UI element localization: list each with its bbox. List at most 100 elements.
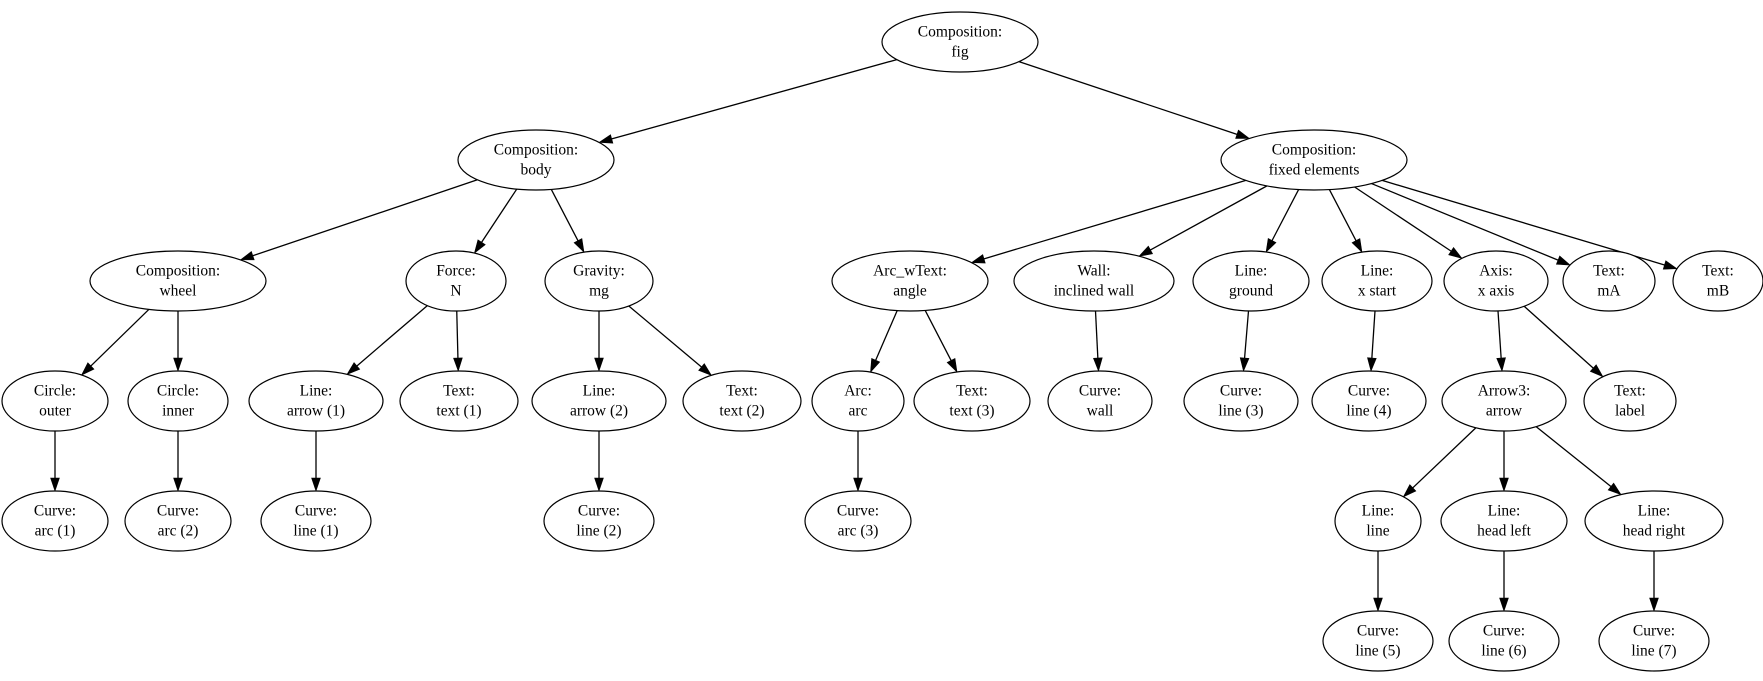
graph-node-fig[interactable]: Composition:fig: [881, 11, 1039, 73]
graph-node-textmB[interactable]: Text:mB: [1672, 250, 1763, 312]
node-ellipse[interactable]: [124, 490, 232, 552]
node-label-type: Curve:: [295, 503, 337, 520]
node-ellipse[interactable]: [831, 250, 989, 312]
graph-node-line6[interactable]: Curve:line (6): [1448, 610, 1560, 672]
node-ellipse[interactable]: [1443, 250, 1549, 312]
node-label-type: Curve:: [1357, 623, 1399, 640]
edge-headright-to-line7: [1649, 551, 1659, 612]
node-ellipse[interactable]: [1672, 250, 1763, 312]
node-ellipse[interactable]: [1, 490, 109, 552]
node-label-type: Arrow3:: [1478, 383, 1531, 400]
graph-node-ground[interactable]: Line:ground: [1192, 250, 1310, 312]
graph-node-arc2[interactable]: Curve:arc (2): [124, 490, 232, 552]
node-ellipse[interactable]: [531, 370, 667, 432]
node-ellipse[interactable]: [881, 11, 1039, 73]
edge-line: [356, 305, 428, 367]
graph-node-textmA[interactable]: Text:mA: [1562, 250, 1656, 312]
graph-node-headright[interactable]: Line:head right: [1584, 490, 1724, 552]
node-ellipse[interactable]: [543, 490, 655, 552]
node-ellipse[interactable]: [1334, 490, 1422, 552]
node-ellipse[interactable]: [1598, 610, 1710, 672]
graph-node-arcwtext[interactable]: Arc_wText:angle: [831, 250, 989, 312]
edge-line: [90, 308, 150, 367]
graph-node-linearrow2[interactable]: Line:arrow (2): [531, 370, 667, 432]
edge-gravity-to-linearrow2: [594, 311, 604, 372]
node-ellipse[interactable]: [1441, 370, 1567, 432]
node-ellipse[interactable]: [1013, 250, 1175, 312]
graph-node-text1[interactable]: Text:text (1): [399, 370, 519, 432]
node-ellipse[interactable]: [1183, 370, 1299, 432]
graph-node-xstart[interactable]: Line:x start: [1321, 250, 1433, 312]
graph-node-body[interactable]: Composition:body: [457, 129, 615, 191]
node-ellipse[interactable]: [89, 250, 267, 312]
node-ellipse[interactable]: [1321, 250, 1433, 312]
edge-body-to-forceN: [473, 188, 518, 254]
node-ellipse[interactable]: [1220, 129, 1408, 191]
node-label-name: head left: [1477, 523, 1531, 540]
graph-node-line7[interactable]: Curve:line (7): [1598, 610, 1710, 672]
graph-node-arrow3[interactable]: Arrow3: arrow: [1441, 370, 1567, 432]
node-ellipse[interactable]: [127, 370, 229, 432]
edge-line: [628, 305, 702, 368]
node-ellipse[interactable]: [804, 490, 912, 552]
edge-line: [1497, 310, 1502, 359]
graph-node-gravity[interactable]: Gravity:mg: [544, 250, 654, 312]
graph-node-text3[interactable]: Text:text (3): [913, 370, 1031, 432]
node-ellipse[interactable]: [248, 370, 384, 432]
graph-node-arcarc[interactable]: Arc:arc: [811, 370, 905, 432]
edge-arrow3-to-headleft: [1499, 431, 1509, 492]
graph-node-wall[interactable]: Wall:inclined wall: [1013, 250, 1175, 312]
graph-node-curvewall[interactable]: Curve:wall: [1047, 370, 1153, 432]
node-label-type: Arc_wText:: [873, 263, 947, 280]
graph-node-fixed[interactable]: Composition:fixed elements: [1220, 129, 1408, 191]
edge-fixed-to-ground: [1265, 189, 1300, 253]
graph-node-arc1[interactable]: Curve:arc (1): [1, 490, 109, 552]
graph-node-headleft[interactable]: Line:head left: [1440, 490, 1568, 552]
node-ellipse[interactable]: [399, 370, 519, 432]
graph-node-circleouter[interactable]: Circle:outer: [1, 370, 109, 432]
graph-node-arc3[interactable]: Curve:arc (3): [804, 490, 912, 552]
node-ellipse[interactable]: [405, 250, 507, 312]
node-ellipse[interactable]: [1322, 610, 1434, 672]
edge-circleinner-to-arc2: [173, 431, 183, 492]
node-ellipse[interactable]: [1562, 250, 1656, 312]
node-ellipse[interactable]: [682, 370, 802, 432]
graph-node-text2[interactable]: Text:text (2): [682, 370, 802, 432]
node-label-type: Wall:: [1077, 263, 1110, 280]
node-ellipse[interactable]: [811, 370, 905, 432]
graph-node-line5[interactable]: Curve:line (5): [1322, 610, 1434, 672]
arrowhead-icon: [1093, 357, 1103, 372]
graph-node-line3[interactable]: Curve:line (3): [1183, 370, 1299, 432]
node-label-type: Curve:: [1079, 383, 1121, 400]
graph-node-forceN[interactable]: Force:N: [405, 250, 507, 312]
node-ellipse[interactable]: [1583, 370, 1677, 432]
node-label-name: text (2): [719, 403, 764, 420]
node-ellipse[interactable]: [1448, 610, 1560, 672]
graph-node-line2[interactable]: Curve:line (2): [543, 490, 655, 552]
node-ellipse[interactable]: [1440, 490, 1568, 552]
node-ellipse[interactable]: [1047, 370, 1153, 432]
graph-node-circleinner[interactable]: Circle:inner: [127, 370, 229, 432]
node-label-name: line (4): [1346, 403, 1391, 420]
graph-node-xaxis[interactable]: Axis:x axis: [1443, 250, 1549, 312]
node-ellipse[interactable]: [457, 129, 615, 191]
node-ellipse[interactable]: [913, 370, 1031, 432]
node-ellipse[interactable]: [260, 490, 372, 552]
node-ellipse[interactable]: [1584, 490, 1724, 552]
graph-node-linearrow1[interactable]: Line:arrow (1): [248, 370, 384, 432]
node-ellipse[interactable]: [1192, 250, 1310, 312]
node-ellipse[interactable]: [1311, 370, 1427, 432]
node-label-type: Curve:: [1220, 383, 1262, 400]
node-label-type: Line:: [1235, 263, 1268, 280]
graph-node-line1[interactable]: Curve:line (1): [260, 490, 372, 552]
graph-node-lineline[interactable]: Line:line: [1334, 490, 1422, 552]
node-label-type: Axis:: [1479, 263, 1513, 280]
graph-node-line4[interactable]: Curve:line (4): [1311, 370, 1427, 432]
arrowhead-icon: [1499, 477, 1509, 492]
node-ellipse[interactable]: [1, 370, 109, 432]
graph-node-textlabel[interactable]: Text:label: [1583, 370, 1677, 432]
graph-node-wheel[interactable]: Composition:wheel: [89, 250, 267, 312]
node-ellipse[interactable]: [544, 250, 654, 312]
edge-arrow3-to-headright: [1535, 426, 1622, 496]
node-label-name: arrow: [1486, 403, 1523, 420]
